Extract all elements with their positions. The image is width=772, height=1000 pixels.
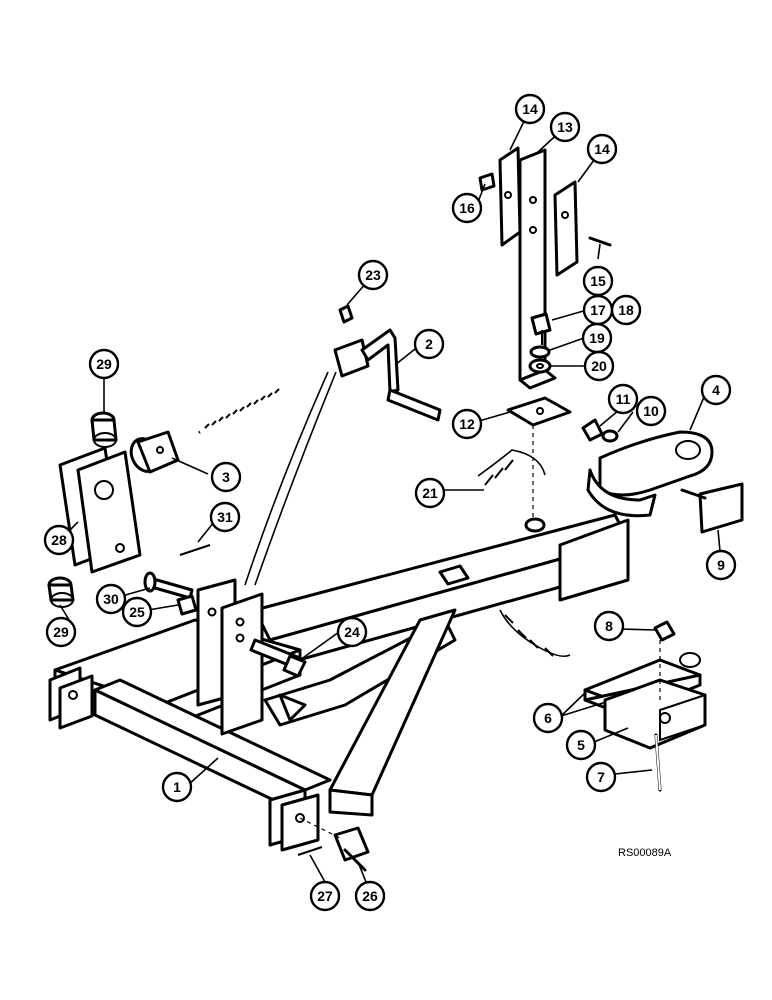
callout-label: 31 — [217, 509, 233, 525]
callout-31: 31 — [209, 501, 241, 533]
callout-label: 14 — [594, 141, 610, 157]
callout-label: 4 — [712, 382, 720, 398]
callout-label: 20 — [591, 358, 607, 374]
callout-label: 28 — [51, 532, 67, 548]
callout-label: 8 — [605, 618, 613, 634]
callout-label: 7 — [597, 769, 605, 785]
callout-label: 5 — [577, 737, 585, 753]
callout-3: 3 — [210, 461, 242, 493]
callout-12: 12 — [451, 408, 483, 440]
callout-label: 19 — [589, 330, 605, 346]
callout-6: 6 — [532, 702, 564, 734]
callout-29-bottom: 29 — [45, 616, 77, 648]
callout-label: 24 — [344, 624, 360, 640]
callout-14-right: 14 — [586, 133, 618, 165]
callout-4: 4 — [700, 374, 732, 406]
callout-27: 27 — [309, 880, 341, 912]
callout-24: 24 — [336, 616, 368, 648]
jack-mount-plates — [196, 578, 307, 736]
callout-9: 9 — [705, 549, 737, 581]
callout-8: 8 — [593, 610, 625, 642]
callout-29-top: 29 — [88, 348, 120, 380]
callout-5: 5 — [565, 729, 597, 761]
callout-15: 15 — [582, 265, 614, 297]
hitch-clevis — [477, 418, 744, 658]
callout-label: 3 — [222, 469, 230, 485]
callout-label: 13 — [557, 119, 573, 135]
callout-16: 16 — [451, 192, 483, 224]
figure-code: RS00089A — [618, 847, 672, 859]
callout-30: 30 — [95, 583, 127, 615]
hose-stand — [478, 146, 612, 520]
callout-26: 26 — [354, 880, 386, 912]
callout-label: 9 — [717, 557, 725, 573]
callout-18: 18 — [610, 294, 642, 326]
callout-label: 25 — [129, 604, 145, 620]
callout-label: 11 — [616, 391, 631, 407]
callout-label: 2 — [425, 336, 433, 352]
callout-1: 1 — [161, 771, 193, 803]
callout-10: 10 — [635, 395, 667, 427]
callout-label: 12 — [459, 416, 475, 432]
callout-label: 14 — [522, 101, 538, 117]
callout-19: 19 — [581, 322, 613, 354]
callout-label: 27 — [317, 888, 333, 904]
callout-17: 17 — [582, 294, 614, 326]
callout-label: 1 — [173, 779, 181, 795]
callout-2: 2 — [413, 328, 445, 360]
callout-label: 15 — [590, 273, 606, 289]
callout-label: 10 — [643, 403, 659, 419]
drawbar-bracket — [583, 620, 707, 792]
main-frame — [48, 513, 630, 852]
callout-28: 28 — [43, 524, 75, 556]
clevis-pin — [297, 817, 370, 872]
screw-jack — [198, 304, 442, 586]
callout-23: 23 — [357, 259, 389, 291]
callout-20: 20 — [583, 350, 615, 382]
callout-label: 26 — [362, 888, 378, 904]
callout-label: 18 — [618, 302, 634, 318]
callout-label: 29 — [96, 356, 112, 372]
callout-label: 29 — [53, 624, 69, 640]
callout-label: 23 — [365, 267, 381, 283]
callout-21: 21 — [414, 477, 446, 509]
callout-25: 25 — [121, 596, 153, 628]
callout-label: 6 — [544, 710, 552, 726]
callout-label: 16 — [459, 200, 475, 216]
callout-label: 21 — [422, 485, 438, 501]
callout-14-left: 14 — [514, 93, 546, 125]
callout-11: 11 — [607, 383, 639, 415]
callout-13: 13 — [549, 111, 581, 143]
callout-7: 7 — [585, 761, 617, 793]
clamp-assembly — [47, 411, 211, 616]
callout-label: 17 — [590, 302, 606, 318]
callout-label: 30 — [103, 591, 119, 607]
